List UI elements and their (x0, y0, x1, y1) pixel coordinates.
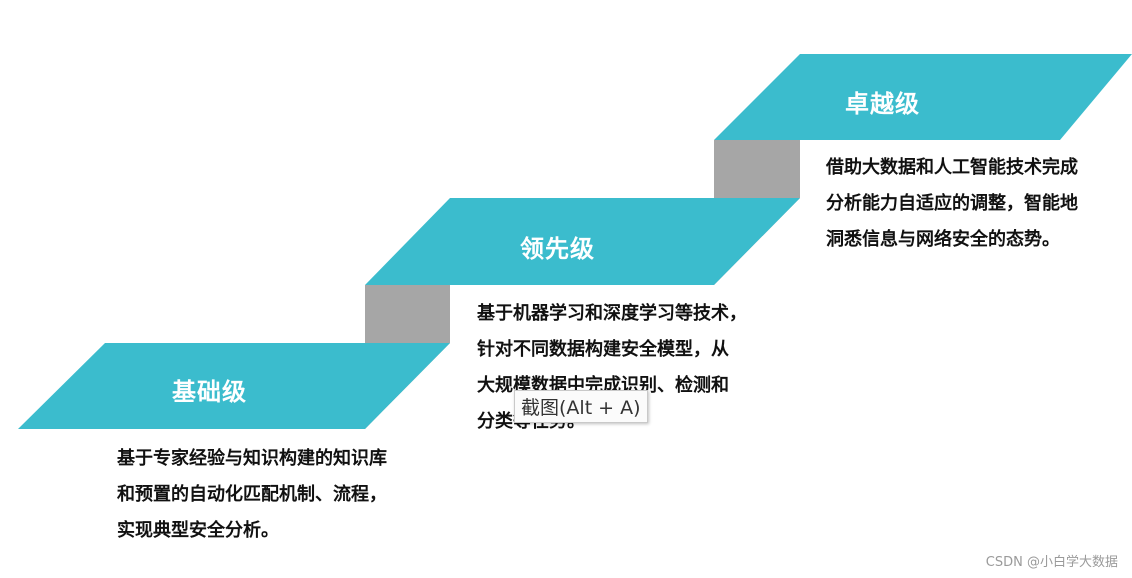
step-3-desc-line: 借助大数据和人工智能技术完成 (826, 157, 1078, 178)
step-1-desc-line: 实现典型安全分析。 (117, 520, 279, 541)
step-1-desc-line: 基于专家经验与知识构建的知识库 (117, 448, 387, 469)
step-2-shape (365, 198, 800, 285)
step-1-description: 基于专家经验与知识构建的知识库 和预置的自动化匹配机制、流程， 实现典型安全分析… (117, 441, 387, 549)
step-1-title: 基础级 (172, 378, 247, 406)
step-3-shape (714, 54, 1132, 140)
watermark: CSDN @小白学大数据 (985, 555, 1118, 570)
step-3-desc-line: 分析能力自适应的调整，智能地 (826, 193, 1078, 214)
step-2-desc-line: 基于机器学习和深度学习等技术， (477, 303, 747, 324)
step-2-title: 领先级 (520, 235, 595, 263)
step-1-desc-line: 和预置的自动化匹配机制、流程， (117, 484, 387, 505)
step-3-description: 借助大数据和人工智能技术完成 分析能力自适应的调整，智能地 洞悉信息与网络安全的… (826, 150, 1078, 258)
step-3-title: 卓越级 (845, 90, 920, 118)
step-2-desc-line: 针对不同数据构建安全模型，从 (477, 339, 729, 360)
step-3-desc-line: 洞悉信息与网络安全的态势。 (826, 229, 1060, 250)
step-1-shape (18, 343, 450, 429)
screenshot-tooltip: 截图(Alt + A) (514, 390, 648, 423)
